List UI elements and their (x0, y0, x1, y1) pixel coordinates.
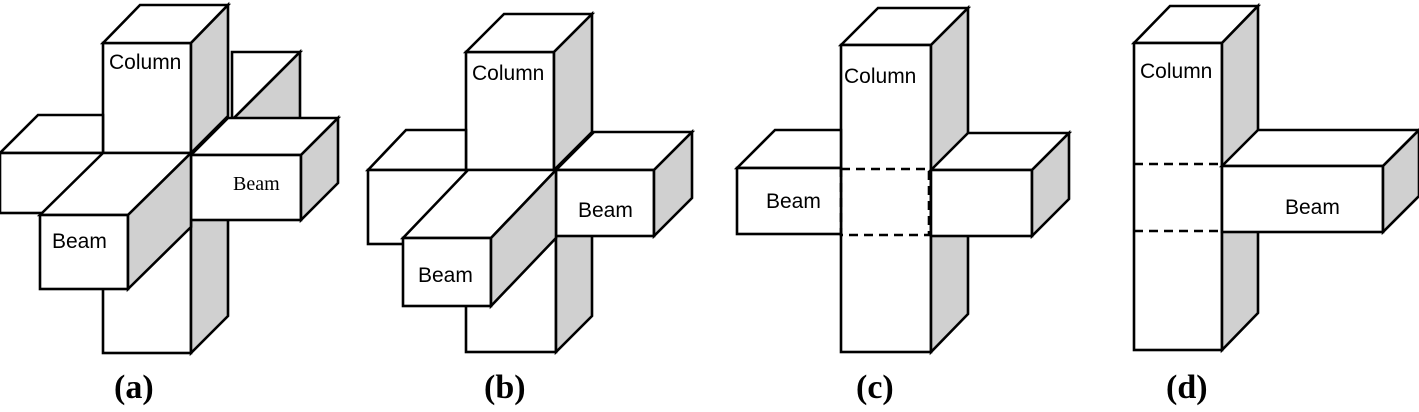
panel-d: Column Beam (d) (1130, 2, 1419, 406)
beam-left-label: Beam (766, 190, 821, 213)
column-label: Column (472, 62, 544, 85)
column-label: Column (1140, 60, 1212, 83)
caption-d: (d) (1166, 369, 1208, 406)
column (837, 4, 972, 356)
panel-b: Column Beam Beam (b) (364, 10, 696, 406)
right-beam (552, 128, 696, 240)
front-beam (399, 166, 560, 310)
beam-front-label: Beam (418, 264, 473, 287)
right-beam (187, 114, 342, 224)
left-beam (733, 128, 843, 236)
joint-region-dashed (839, 167, 931, 237)
beam-right-label: Beam (1285, 196, 1340, 219)
column-upper (99, 1, 232, 157)
right-beam (927, 129, 1073, 240)
beam-front-label: Beam (52, 230, 107, 253)
column-label: Column (844, 65, 916, 88)
caption-b: (b) (484, 369, 526, 406)
right-beam (1218, 128, 1419, 236)
caption-a: (a) (114, 369, 154, 406)
beam-right-label: Beam (233, 173, 280, 195)
column-label: Column (109, 51, 181, 74)
column-upper (462, 10, 596, 174)
caption-c: (c) (856, 369, 894, 406)
panel-a: Column Beam Beam (a) (0, 1, 342, 406)
front-beam (36, 149, 195, 293)
beam-right-label: Beam (578, 199, 633, 222)
panel-c: Column Beam (c) (733, 4, 1073, 406)
